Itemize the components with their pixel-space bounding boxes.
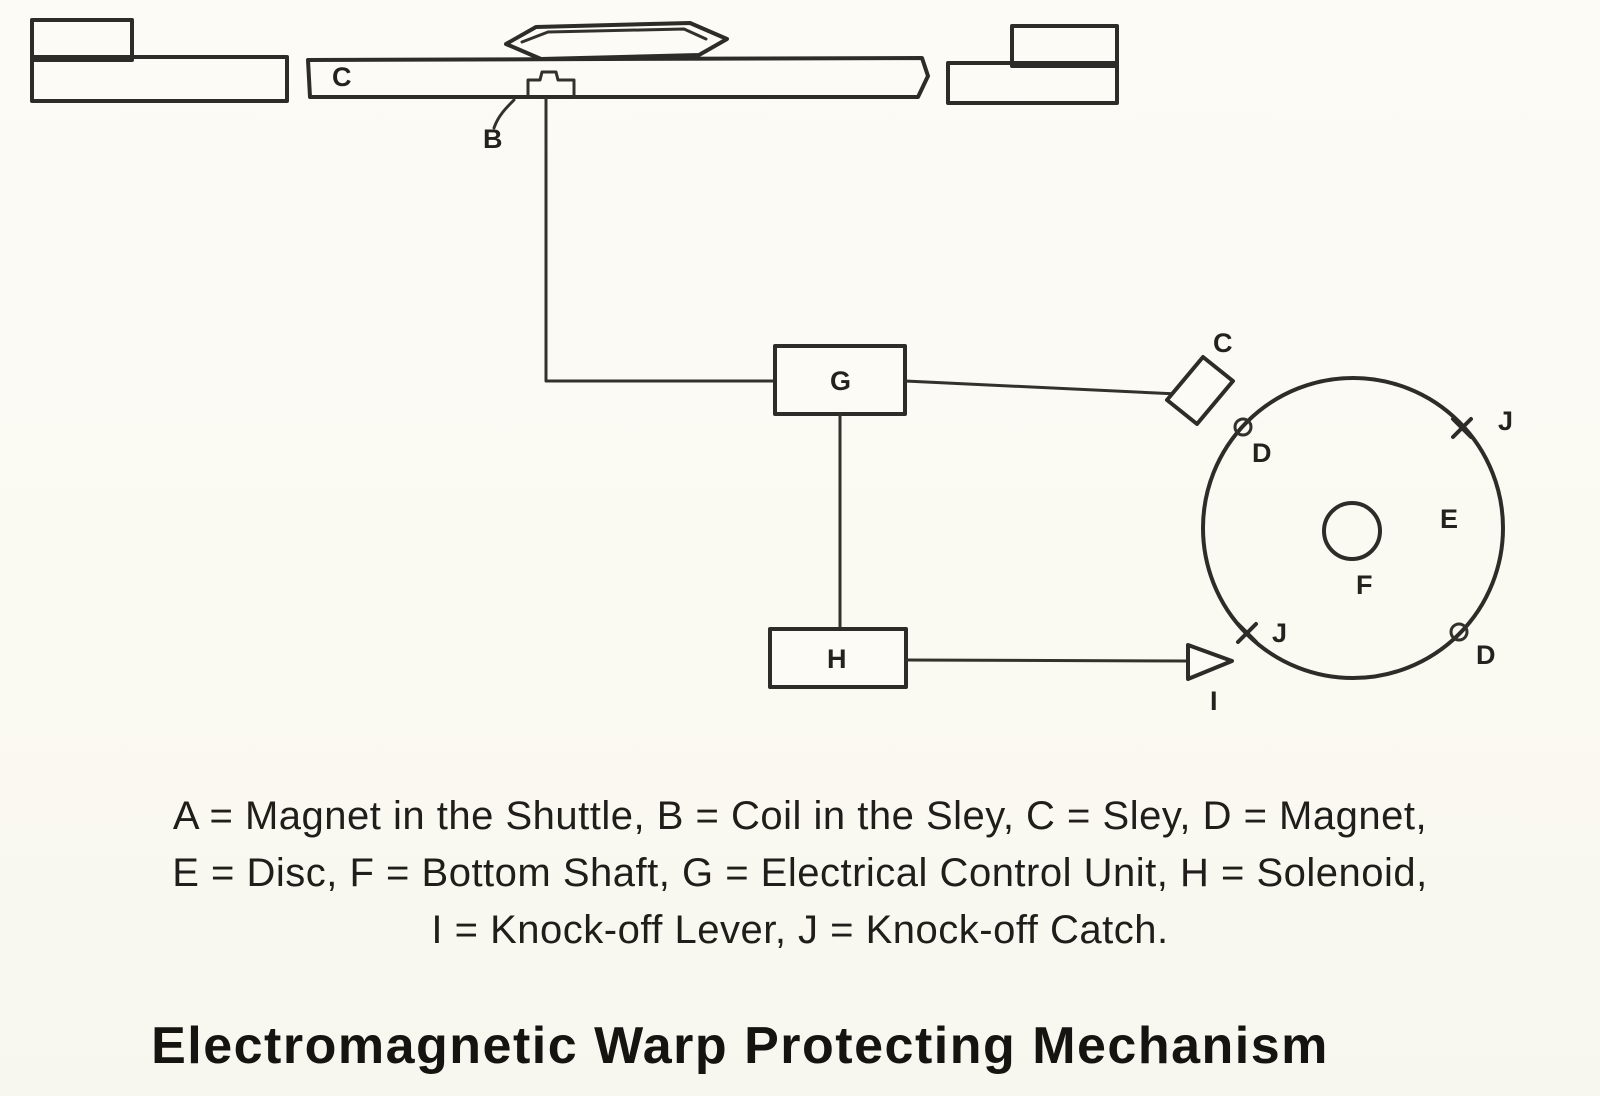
solenoid-label: H bbox=[827, 644, 847, 674]
magnet-top: D bbox=[1233, 417, 1272, 468]
catch-top-label: J bbox=[1498, 406, 1513, 436]
frame-right-top-block bbox=[1010, 24, 1119, 68]
sley-label: C bbox=[332, 62, 352, 92]
wire-coil-to-control-unit bbox=[544, 96, 777, 383]
magnet-bottom: D bbox=[1449, 622, 1496, 670]
frame-right-bottom-block bbox=[946, 61, 1119, 105]
sley-bar-outline bbox=[306, 56, 930, 99]
wire-solenoid-to-lever bbox=[904, 658, 1190, 663]
coil-wire-squiggle bbox=[492, 98, 516, 130]
pickup-coil: C bbox=[1165, 328, 1235, 426]
control-unit: G bbox=[773, 344, 907, 416]
magnet-bottom-label: D bbox=[1476, 640, 1496, 670]
control-unit-label: G bbox=[830, 366, 851, 396]
solenoid-box bbox=[768, 627, 908, 689]
coil-wire-label: B bbox=[483, 124, 503, 154]
loom-frame-left bbox=[30, 18, 289, 103]
magnet-top-label: D bbox=[1252, 438, 1272, 468]
disc-assembly: E F bbox=[1201, 376, 1505, 680]
frame-left-top-block bbox=[30, 18, 134, 62]
legend-line-3: I = Knock-off Lever, J = Knock-off Catch… bbox=[431, 908, 1169, 952]
frame-left-bottom-block bbox=[30, 55, 289, 103]
coil-body bbox=[526, 70, 576, 98]
shuttle-outline bbox=[504, 21, 729, 61]
page-title: Electromagnetic Warp Protecting Mechanis… bbox=[151, 1017, 1329, 1075]
legend-line-1: A = Magnet in the Shuttle, B = Coil in t… bbox=[172, 794, 1428, 838]
knock-off-lever-label: I bbox=[1210, 686, 1218, 716]
bottom-shaft-label: F bbox=[1356, 570, 1373, 600]
pickup-coil-label: C bbox=[1213, 328, 1233, 358]
legend: A = Magnet in the Shuttle, B = Coil in t… bbox=[0, 788, 1600, 959]
knock-off-catch-bottom: J bbox=[1236, 618, 1287, 648]
disc-outline bbox=[1201, 376, 1505, 680]
bottom-shaft-circle bbox=[1322, 501, 1382, 561]
magnet-top-dot bbox=[1233, 417, 1253, 437]
coil-in-sley: B bbox=[483, 70, 576, 154]
legend-line-2: E = Disc, F = Bottom Shaft, G = Electric… bbox=[172, 851, 1428, 895]
solenoid: H bbox=[768, 627, 908, 689]
catch-bottom-x2 bbox=[1236, 622, 1258, 644]
knock-off-lever: I bbox=[1186, 643, 1234, 716]
wire-control-to-pickup bbox=[903, 379, 1180, 396]
catch-top-x2 bbox=[1451, 417, 1473, 439]
sley-bar: C bbox=[306, 56, 930, 99]
pickup-coil-box bbox=[1165, 355, 1235, 426]
magnet-bottom-dot bbox=[1449, 622, 1469, 642]
knock-off-catch-top: J bbox=[1451, 406, 1513, 439]
disc-label: E bbox=[1440, 504, 1458, 534]
catch-bottom-label: J bbox=[1272, 618, 1287, 648]
shuttle-inner-line bbox=[520, 27, 708, 44]
knock-off-lever-triangle bbox=[1186, 643, 1234, 681]
loom-frame-right bbox=[946, 24, 1119, 105]
